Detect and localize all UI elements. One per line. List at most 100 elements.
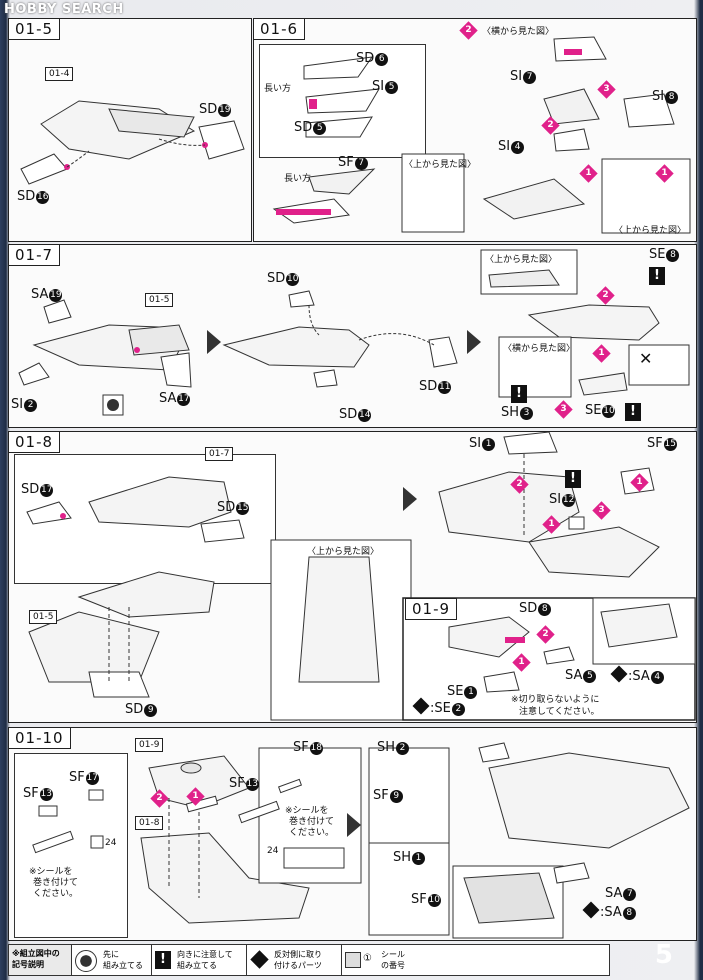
part-drawing [26,432,696,721]
view-caption: 〈横から見た図〉 [482,27,555,37]
flow-arrow [403,487,417,511]
warning-mark: ! [565,470,581,488]
symbol-legend: ※組立図中の 記号説明 先に 組み立てる ! 向きに注意して 組み立てる 反対側… [8,944,610,976]
legend-title: ※組立図中の 記号説明 [9,945,72,975]
assemble-first-icon [75,950,97,972]
view-caption: 〈上から見た図〉 [307,547,380,557]
view-caption: 〈横から見た図〉 [503,344,576,354]
legend-text: 先に [103,950,119,959]
part-drawing [32,742,690,939]
step-marker: 1 [655,164,674,183]
seal-note: ください。 [289,828,335,838]
seal-note: ください。 [33,889,79,899]
step-label: 01-8 [9,432,61,453]
warning-icon: ! [155,951,171,969]
legend-item-assemble-first: 先に 組み立てる [71,945,152,975]
step-ref: 01-8 [135,816,164,830]
seal-note: 巻き付けて [289,817,335,827]
warning-mark: ! [625,403,641,421]
sticker-number-icon: ① [363,953,372,964]
step-label: 01-5 [9,19,61,40]
step-label: 01-10 [9,728,71,749]
panel-01-8: 01-8 01-7 [8,431,697,723]
caution-note: ※切り取らないように [511,695,600,705]
legend-title-line: 記号説明 [12,960,44,969]
step-label: 01-6 [254,19,306,40]
cross-mark: ✕ [639,349,653,368]
flow-arrow [467,330,481,354]
part-drawing [18,249,690,416]
step-marker: 2 [459,21,478,40]
note-long-side: 長い方 [264,84,292,94]
step-marker: 2 [596,286,615,305]
seal-note: 巻き付けて [33,878,79,888]
sticker-number: 24 [105,838,117,848]
step-ref: 01-7 [205,447,234,461]
seal-note: ※シールを [29,867,73,877]
warning-mark: ! [649,267,665,285]
step-ref: 01-5 [145,293,174,307]
legend-text: 向きに注意して [177,950,233,959]
step-marker: 2 [541,116,560,135]
flow-arrow [347,813,361,837]
step-marker: 1 [512,653,531,672]
watermark: HOBBY SEARCH [4,2,124,17]
step-marker: 1 [592,344,611,363]
step-label: 01-9 [405,598,458,620]
part-drawing [272,36,691,234]
step-marker: 3 [592,501,611,520]
step-marker: 1 [186,787,205,806]
note-long-side: 長い方 [284,174,312,184]
legend-text: 付けるパーツ [274,961,322,970]
step-marker: 3 [597,80,616,99]
step-marker: 1 [630,473,649,492]
view-caption: 〈上から見た図〉 [404,160,477,170]
view-caption: 〈上から見た図〉 [614,226,687,236]
step-marker: 2 [150,789,169,808]
legend-item-opposite-side: 反対側に取り 付けるパーツ [246,945,342,975]
view-caption: 〈上から見た図〉 [485,255,558,265]
legend-text: 組み立てる [177,961,217,970]
flow-arrow [207,330,221,354]
page-number: 5 [654,940,673,970]
step-marker: 1 [542,515,561,534]
legend-item-orientation: ! 向きに注意して 組み立てる [151,945,247,975]
legend-text: 組み立てる [103,961,143,970]
step-label: 01-7 [9,245,61,266]
